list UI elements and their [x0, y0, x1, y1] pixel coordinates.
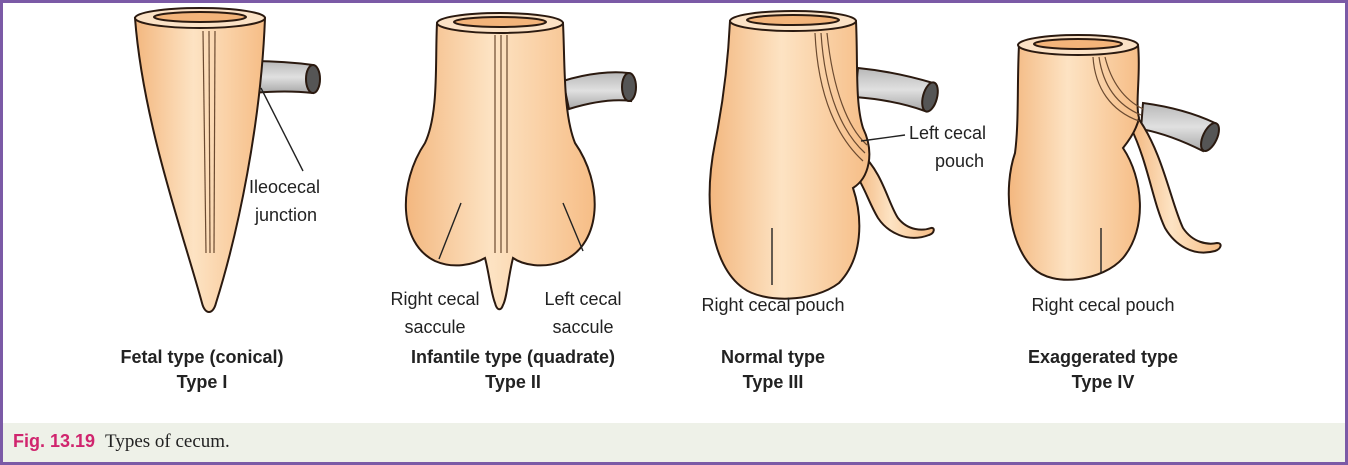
caption-text: Types of cecum.: [105, 431, 230, 452]
label-ileocecal: Ileocecal: [249, 177, 320, 197]
panel-subtitle-type-i: Type I: [177, 372, 228, 392]
normal-cecum-body: [710, 17, 870, 299]
panel-exaggerated-type: Right cecal pouch Exaggerated type Type …: [1009, 35, 1223, 392]
label-right-cecal-pouch: Right cecal pouch: [701, 295, 844, 315]
fetal-cecum-body: [135, 14, 265, 312]
figure-caption: Fig. 13.19 Types of cecum.: [13, 431, 230, 453]
exaggerated-cecum-body: [1009, 41, 1140, 280]
figure-area: Ileocecal junction Fetal type (conical) …: [3, 3, 1345, 423]
panel-fetal-type: Ileocecal junction Fetal type (conical) …: [120, 8, 320, 392]
label-right-cecal: Right cecal: [390, 289, 479, 309]
infantile-cecum-body: [406, 19, 595, 310]
panel-subtitle-type-iv: Type IV: [1072, 372, 1135, 392]
label-left-cecal-pouch: Left cecal: [909, 123, 986, 143]
cecum-types-diagram: Ileocecal junction Fetal type (conical) …: [3, 3, 1345, 423]
caption-bar: Fig. 13.19 Types of cecum.: [3, 423, 1345, 462]
label-saccule-right: saccule: [404, 317, 465, 337]
label-junction: junction: [254, 205, 317, 225]
figure-number: Fig. 13.19: [13, 431, 95, 451]
panel-title-infantile: Infantile type (quadrate): [411, 347, 615, 367]
label-saccule-left: saccule: [552, 317, 613, 337]
panel-title-fetal: Fetal type (conical): [120, 347, 283, 367]
panel-subtitle-type-ii: Type II: [485, 372, 541, 392]
panel-normal-type: Left cecal pouch Right cecal pouch Norma…: [701, 11, 986, 392]
label-right-cecal-pouch: Right cecal pouch: [1031, 295, 1174, 315]
ileum-segment: [855, 68, 941, 113]
panel-subtitle-type-iii: Type III: [743, 372, 804, 392]
label-left-cecal: Left cecal: [544, 289, 621, 309]
panel-infantile-type: Right cecal saccule Left cecal saccule I…: [390, 13, 636, 392]
panel-title-exaggerated: Exaggerated type: [1028, 347, 1178, 367]
label-pouch: pouch: [935, 151, 984, 171]
ileocecal-leader: [261, 88, 303, 171]
panel-title-normal: Normal type: [721, 347, 825, 367]
ileum-segment: [563, 72, 636, 109]
